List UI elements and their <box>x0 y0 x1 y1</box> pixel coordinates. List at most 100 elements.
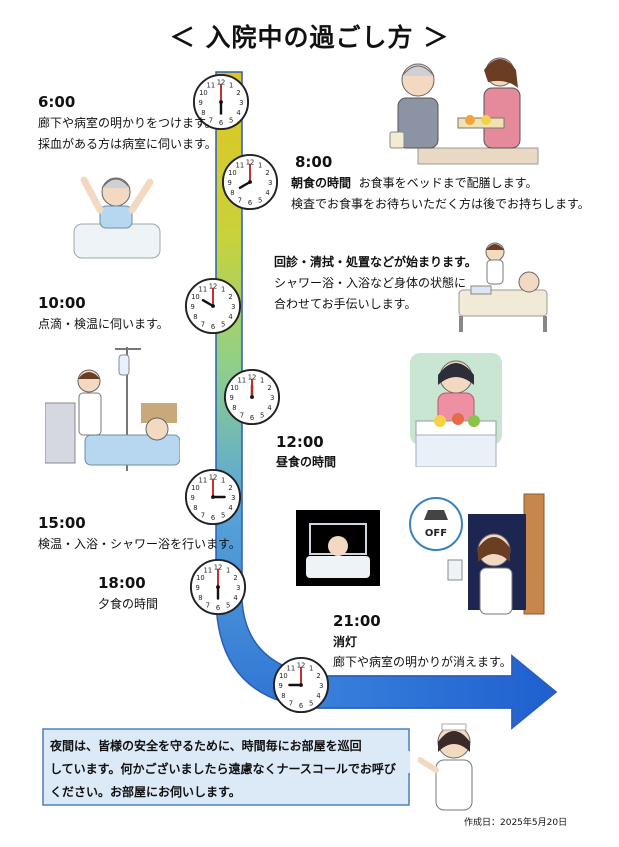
svg-text:5: 5 <box>260 411 264 419</box>
night-notice-box <box>42 728 410 806</box>
svg-text:7: 7 <box>289 699 293 707</box>
svg-text:7: 7 <box>209 116 213 124</box>
svg-text:11: 11 <box>204 566 213 574</box>
svg-text:5: 5 <box>226 601 230 609</box>
svg-text:5: 5 <box>229 116 233 124</box>
svg-text:8: 8 <box>193 313 197 321</box>
iv-drip-nurse-illustration <box>45 347 180 471</box>
svg-text:5: 5 <box>221 320 225 328</box>
svg-text:1: 1 <box>309 664 313 672</box>
waking-patient-illustration <box>73 176 161 259</box>
svg-text:1: 1 <box>258 161 262 169</box>
svg-text:12: 12 <box>246 159 255 167</box>
svg-text:11: 11 <box>238 376 247 384</box>
text-rounds-line1: 回診・清拭・処置などが始まります。 <box>274 255 477 269</box>
svg-text:8: 8 <box>198 594 202 602</box>
svg-text:4: 4 <box>267 404 271 412</box>
svg-text:11: 11 <box>236 161 245 169</box>
page-title: ＜ 入院中の過ごし方 ＞ <box>169 23 450 52</box>
svg-text:7: 7 <box>240 411 244 419</box>
text-6-line1: 廊下や病室の明かりをつけます。 <box>38 116 217 130</box>
svg-text:2: 2 <box>265 169 269 177</box>
sleeping-patient-illustration <box>296 510 380 586</box>
svg-text:2: 2 <box>267 384 271 392</box>
svg-text:7: 7 <box>201 511 205 519</box>
svg-text:2: 2 <box>233 574 237 582</box>
svg-text:1: 1 <box>221 476 225 484</box>
text-8-rest: お食事をベッドまで配膳します。 <box>358 176 538 190</box>
svg-text:12: 12 <box>209 283 218 291</box>
svg-text:12: 12 <box>214 564 223 572</box>
svg-text:11: 11 <box>199 476 208 484</box>
created-date: 作成日：2025年5月20日 <box>464 818 568 828</box>
time-label-12: 12:00 <box>276 433 324 451</box>
text-21-line1: 廊下や病室の明かりが消えます。 <box>333 655 512 669</box>
svg-text:6: 6 <box>211 323 215 331</box>
svg-text:3: 3 <box>270 394 274 402</box>
notice-line3: ください。お部屋にお伺いします。 <box>50 785 241 799</box>
lunch-heading: 昼食の時間 <box>276 455 337 469</box>
svg-text:12: 12 <box>248 374 257 382</box>
nurse-bottom-illustration <box>418 723 473 811</box>
svg-text:5: 5 <box>309 699 313 707</box>
svg-text:12: 12 <box>209 474 218 482</box>
svg-text:11: 11 <box>207 81 216 89</box>
svg-text:4: 4 <box>265 189 269 197</box>
svg-text:6: 6 <box>219 119 223 127</box>
breakfast-serving-illustration <box>389 57 539 165</box>
svg-text:6: 6 <box>248 199 252 207</box>
time-label-8: 8:00 <box>295 153 333 171</box>
svg-text:9: 9 <box>191 494 195 502</box>
text-15-line1: 検温・入浴・シャワー浴を行います。 <box>38 537 241 551</box>
lunch-girl-illustration <box>410 353 502 467</box>
svg-text:4: 4 <box>236 109 240 117</box>
svg-text:5: 5 <box>258 196 262 204</box>
svg-text:1: 1 <box>260 376 264 384</box>
text-10-line1: 点滴・検温に伺います。 <box>38 317 169 331</box>
svg-text:11: 11 <box>287 664 296 672</box>
svg-text:2: 2 <box>228 484 232 492</box>
svg-text:10: 10 <box>279 672 288 680</box>
svg-text:9: 9 <box>230 394 234 402</box>
svg-text:1: 1 <box>229 81 233 89</box>
svg-text:6: 6 <box>216 604 220 612</box>
svg-text:5: 5 <box>221 511 225 519</box>
breakfast-heading: 朝食の時間 <box>291 176 352 190</box>
svg-text:10: 10 <box>191 293 200 301</box>
svg-text:4: 4 <box>228 504 232 512</box>
svg-text:11: 11 <box>199 285 208 293</box>
svg-text:9: 9 <box>279 682 283 690</box>
svg-text:9: 9 <box>228 179 232 187</box>
time-label-6: 6:00 <box>38 93 76 111</box>
svg-text:9: 9 <box>199 99 203 107</box>
svg-text:3: 3 <box>268 179 272 187</box>
svg-text:8: 8 <box>193 504 197 512</box>
notice-line2: しています。何かございましたら遠慮なくナースコールでお呼び <box>50 762 396 776</box>
svg-text:6: 6 <box>211 514 215 522</box>
time-label-21: 21:00 <box>333 612 381 630</box>
svg-text:8: 8 <box>232 404 236 412</box>
text-rounds-line2: シャワー浴・入浴など身体の状態に <box>274 276 467 290</box>
svg-text:7: 7 <box>206 601 210 609</box>
night-notice-text: 夜間は、皆様の安全を守るために、時間毎にお部屋を巡回 しています。何かございまし… <box>50 735 405 804</box>
text-6-line2: 採血がある方は病室に伺います。 <box>38 137 217 151</box>
svg-text:6: 6 <box>250 414 254 422</box>
off-sign-label: OFF <box>425 528 447 539</box>
svg-text:8: 8 <box>281 692 285 700</box>
svg-text:2: 2 <box>316 672 320 680</box>
svg-text:8: 8 <box>201 109 205 117</box>
svg-text:7: 7 <box>238 196 242 204</box>
nurse-bed-care-illustration <box>458 242 548 332</box>
svg-text:3: 3 <box>231 303 235 311</box>
svg-text:3: 3 <box>231 494 235 502</box>
text-rounds-line3: 合わせてお手伝いします。 <box>274 297 417 311</box>
text-18-line1: 夕食の時間 <box>98 597 159 611</box>
svg-text:10: 10 <box>228 169 237 177</box>
svg-text:12: 12 <box>217 79 226 87</box>
svg-text:2: 2 <box>228 293 232 301</box>
